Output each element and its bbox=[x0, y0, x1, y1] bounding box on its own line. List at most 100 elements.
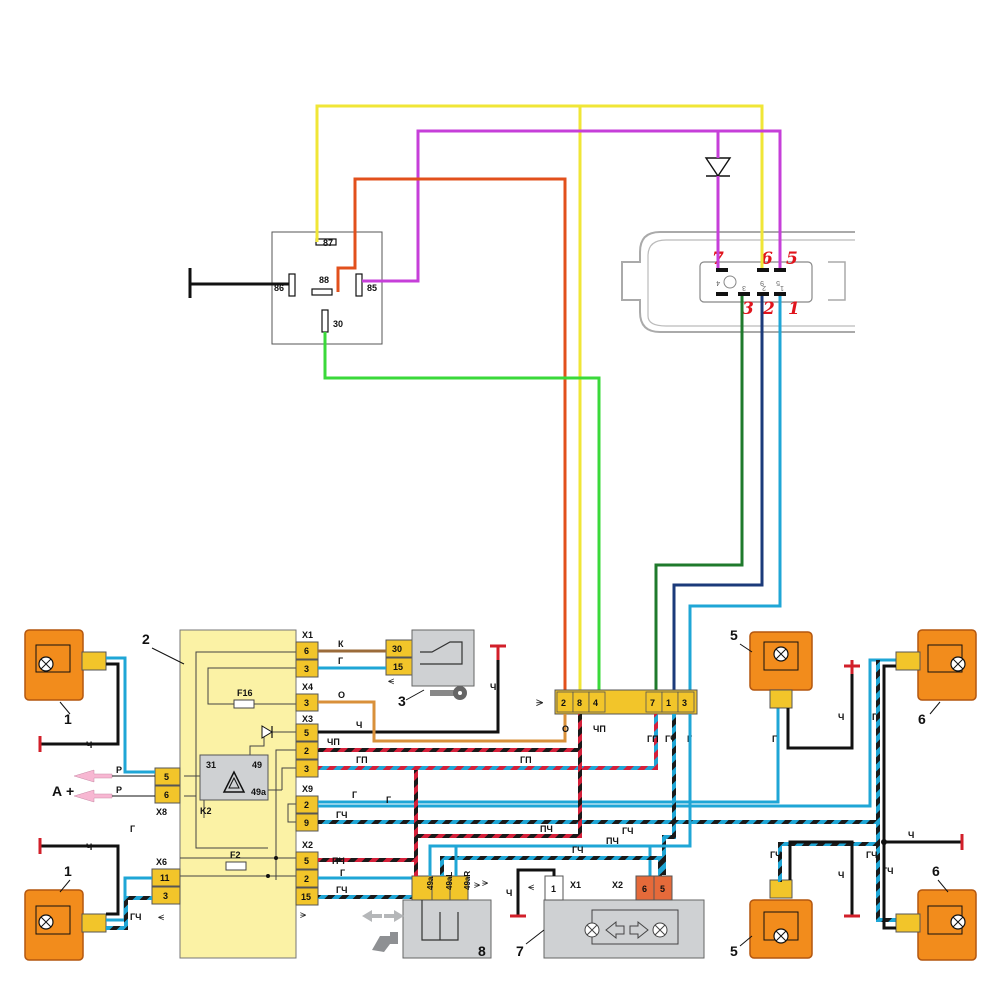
wire-gch-x9 bbox=[318, 820, 878, 824]
diode-icon bbox=[704, 157, 732, 178]
connector-pin-2-label: 2 bbox=[762, 299, 775, 319]
relay-pin-86 bbox=[288, 273, 296, 297]
wire-label-ch-r5: Ч bbox=[838, 712, 844, 722]
mount-block: 2 F16 F2 31 49 49а bbox=[142, 629, 319, 959]
connector-arrow-icon: ⪫ bbox=[474, 878, 480, 891]
relay-pin-88-label: 88 bbox=[319, 275, 329, 285]
key-icon bbox=[430, 686, 467, 700]
connector-pin-5-label: 5 bbox=[786, 249, 798, 269]
wire-label-ch-ign: Ч bbox=[490, 682, 496, 692]
lamp-label: 1 bbox=[64, 711, 72, 727]
wire-label-gch-left: ГЧ bbox=[130, 912, 141, 922]
x4-title: X4 bbox=[302, 682, 313, 692]
wire-darkgreen-3 bbox=[654, 296, 744, 690]
connector-slot-7 bbox=[716, 268, 728, 272]
lamp-front-right bbox=[895, 629, 977, 701]
source-label: А + bbox=[52, 783, 74, 799]
wire-pch bbox=[318, 858, 418, 862]
relay7-pin-6: 6 bbox=[642, 884, 647, 894]
sw8-pin-49al: 49аL bbox=[445, 872, 454, 890]
wire-label-ch-x3: Ч bbox=[356, 720, 362, 730]
wire-label-g3: Г bbox=[340, 868, 345, 878]
x8-pin-6: 6 bbox=[164, 790, 169, 800]
relay7-x1: X1 bbox=[570, 880, 581, 890]
wire-label-gch1: ГЧ bbox=[336, 810, 347, 820]
ignition-switch: 30 15 3 ⪪ bbox=[385, 629, 475, 709]
lever-icon bbox=[362, 910, 404, 952]
fuse-f16-label: F16 bbox=[237, 688, 253, 698]
wire-label-pch1: ПЧ bbox=[332, 856, 345, 866]
x6-pin-11: 11 bbox=[160, 873, 170, 883]
fuse-f2-label: F2 bbox=[230, 850, 241, 860]
x9-pin-9: 9 bbox=[304, 818, 309, 828]
lamp-front-left bbox=[24, 629, 107, 701]
wire-label-k: К bbox=[338, 639, 344, 649]
block-pin-1: 1 bbox=[666, 698, 671, 708]
x8-pin-5: 5 bbox=[164, 772, 169, 782]
lamp-label: 6 bbox=[932, 863, 940, 879]
wire-orange-88 bbox=[336, 177, 567, 690]
connector-arrow-icon: ⪫ bbox=[482, 876, 488, 889]
wire-label-pch3: ПЧ bbox=[606, 836, 619, 846]
ign-pin-30: 30 bbox=[392, 644, 402, 654]
x6-pin-3: 3 bbox=[163, 891, 168, 901]
connector-arrow-icon: ⪫ bbox=[300, 908, 306, 921]
connector-pin-3-label: 3 bbox=[742, 299, 754, 319]
block-pin-8: 8 bbox=[577, 698, 582, 708]
wire-g-x9 bbox=[318, 700, 780, 804]
relay-pin-85 bbox=[355, 273, 363, 297]
wire-g-x9-right bbox=[318, 658, 900, 808]
connector-slot-5 bbox=[774, 268, 786, 272]
connector-slot-2 bbox=[757, 292, 769, 296]
connector-arrow-icon: ⪫ bbox=[536, 695, 543, 710]
wire-label-gch2: ГЧ bbox=[336, 885, 347, 895]
lamp-rear-left bbox=[24, 889, 107, 961]
relay-pin-87-label: 87 bbox=[323, 238, 333, 248]
relay-k2-31: 31 bbox=[206, 760, 216, 770]
connector-arrow-icon: ⪪ bbox=[528, 880, 534, 893]
connector-slot-3 bbox=[738, 292, 750, 296]
wire-label-gch5: ГЧ bbox=[622, 826, 633, 836]
wire-label-gp1: ГП bbox=[356, 755, 368, 765]
wire-label-gch-r5b: ГЧ bbox=[770, 850, 781, 860]
faint-number: 3 bbox=[742, 284, 746, 291]
x6-title: X6 bbox=[156, 857, 167, 867]
block-diode-icon bbox=[261, 725, 273, 739]
faint-number: 1 bbox=[780, 284, 784, 291]
relay-k2-49: 49 bbox=[252, 760, 262, 770]
wire-label-r1: Р bbox=[116, 765, 122, 775]
wire-label-gp2: ГП bbox=[520, 755, 532, 765]
relay-pin-85-label: 85 bbox=[367, 283, 377, 293]
relay-k2-label: K2 bbox=[200, 806, 212, 816]
lamp-label: 6 bbox=[918, 711, 926, 727]
connector-slot-6 bbox=[757, 268, 769, 272]
relay-pin-30 bbox=[321, 309, 329, 333]
ignition-switch-label: 3 bbox=[398, 693, 406, 709]
x2-pin-15: 15 bbox=[301, 892, 311, 902]
faint-number: 5 bbox=[776, 279, 780, 286]
wire-label-pch2: ПЧ bbox=[540, 824, 553, 834]
lamp-side-right-bottom bbox=[749, 879, 813, 959]
connector-arrow-icon: ⪪ bbox=[388, 674, 394, 687]
relay-k2-49a: 49а bbox=[251, 787, 267, 797]
x3-title: X3 bbox=[302, 714, 313, 724]
wire-label-ch-b7: Ч bbox=[506, 888, 512, 898]
turn-signal-switch: 49а 49аL 49аR 8 ⪫ bbox=[402, 871, 492, 959]
connector-slot-unused bbox=[716, 292, 728, 296]
connector-pin-1-label: 1 bbox=[788, 299, 800, 319]
wire-lightblue-1 bbox=[688, 296, 782, 690]
wire-label-ch-left2: Ч bbox=[86, 842, 92, 852]
wire-chp bbox=[318, 748, 580, 752]
faint-number: 2 bbox=[762, 284, 766, 291]
lamp-label: 5 bbox=[730, 943, 738, 959]
faint-number: 4 bbox=[716, 279, 720, 286]
wire-label-g2: Г bbox=[386, 795, 391, 805]
hazard-triangle-icon bbox=[222, 770, 246, 793]
wire-black-x3 bbox=[318, 660, 500, 734]
wire-gch-x2 bbox=[318, 895, 444, 899]
wire-label-ch-left1: Ч bbox=[86, 740, 92, 750]
wire-label-o1: О bbox=[338, 690, 345, 700]
wire-green-30 bbox=[323, 332, 601, 690]
wire-label-ch-mid: Ч bbox=[908, 830, 914, 840]
